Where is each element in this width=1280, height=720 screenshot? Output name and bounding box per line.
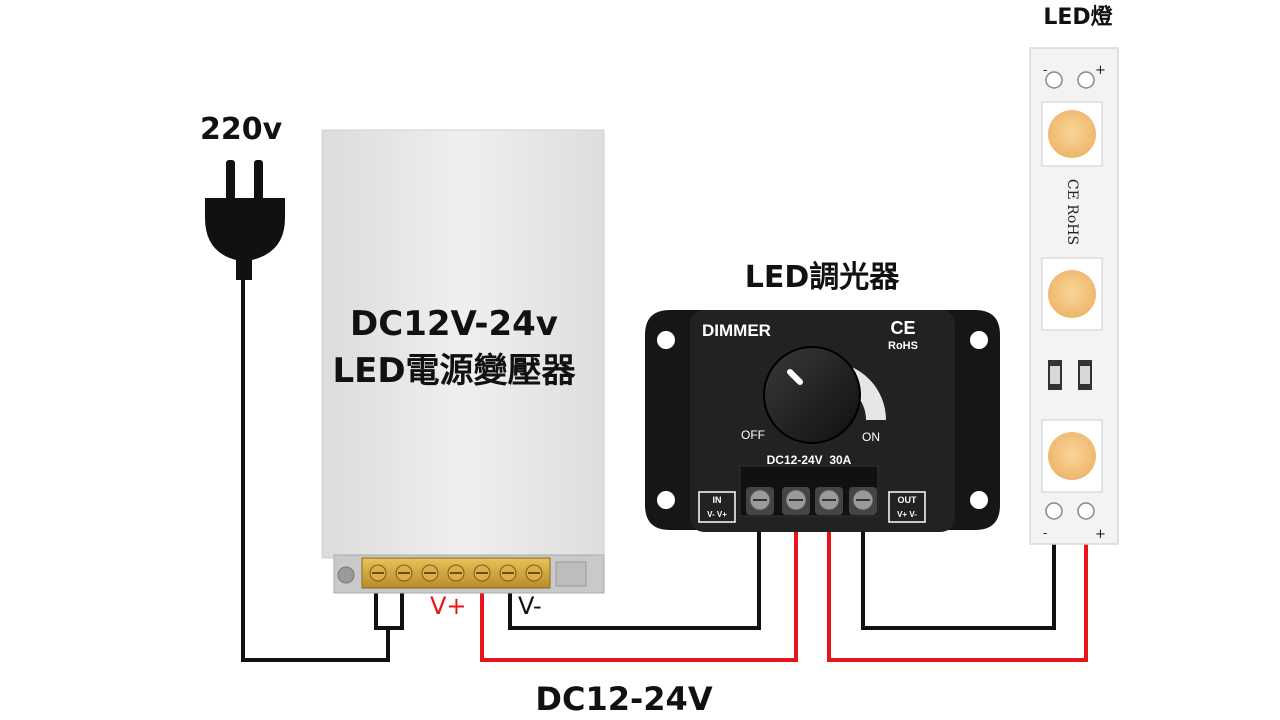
psu-ac-bracket [374, 585, 404, 630]
dimmer-rating: DC12-24V 30A [767, 453, 852, 467]
positive-wire-psu-dimmer [480, 512, 798, 662]
dimmer-knob[interactable] [763, 346, 861, 444]
strip-title: LED燈 [1043, 5, 1113, 30]
dimmer-out-pins: V+ V- [897, 510, 917, 519]
ac-input-label: 220v [200, 112, 283, 147]
positive-wire-dimmer-strip [827, 512, 1088, 662]
ac-wire [241, 265, 390, 662]
dimmer-terminals [746, 487, 877, 515]
dimmer [645, 310, 1000, 532]
psu-label-line2: LED電源變壓器 [332, 351, 576, 391]
dimmer-in-label: IN [713, 495, 722, 505]
negative-wire-dimmer-strip [861, 512, 1056, 630]
power-supply [321, 129, 605, 594]
psu-vminus-label: V- [518, 592, 542, 620]
ac-plug [205, 160, 285, 280]
strip-minus-bottom: - [1043, 526, 1047, 540]
strip-plus-bottom: + [1095, 527, 1106, 542]
dimmer-in-pins: V- V+ [707, 510, 727, 519]
psu-label-line1: DC12V-24v [350, 304, 558, 344]
strip-plus-top: + [1095, 63, 1106, 78]
negative-wire-psu-dimmer [508, 512, 761, 630]
dimmer-out-label: OUT [898, 495, 918, 505]
strip-minus-top: - [1043, 63, 1047, 77]
dimmer-off-label: OFF [741, 428, 765, 442]
led-strip [1029, 47, 1119, 545]
dimmer-rohs-mark: RoHS [888, 340, 918, 352]
wires [241, 265, 1088, 662]
bottom-voltage-label: DC12-24V [535, 680, 712, 718]
dimmer-ce-mark: CE [890, 318, 915, 338]
dimmer-brand: DIMMER [702, 321, 771, 340]
strip-cert-mark: CE RoHS [1064, 179, 1080, 245]
dimmer-on-label: ON [862, 430, 880, 444]
psu-terminal-block [361, 557, 551, 589]
dimmer-title: LED調光器 [745, 260, 901, 295]
psu-vplus-label: V+ [430, 592, 467, 620]
